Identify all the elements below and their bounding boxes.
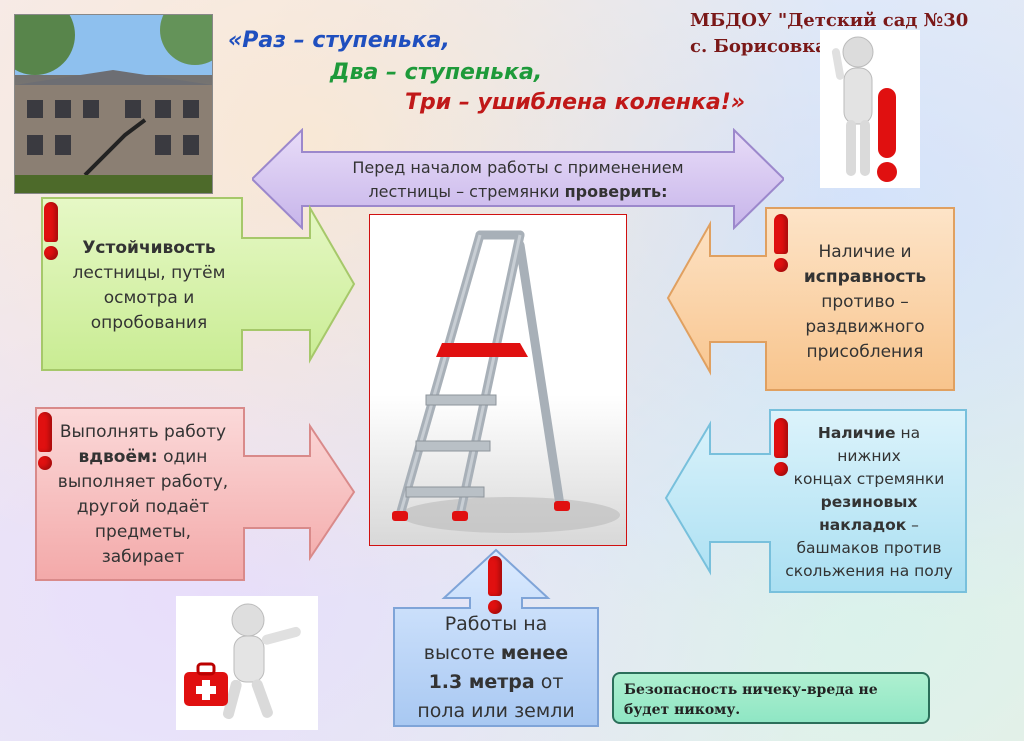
exclamation-icon <box>486 556 504 614</box>
exclamation-icon <box>772 214 790 272</box>
person-exclamation-figure <box>820 30 920 188</box>
ladder-image <box>369 214 627 546</box>
left-bottom-text: Выполнять работу вдвоём: один выполняет … <box>57 422 229 567</box>
left-bottom-arrow <box>35 407 356 581</box>
stability-label: Устойчивость <box>82 238 216 258</box>
organization-line-1: МБДОУ "Детский сад №30 <box>690 10 969 31</box>
bottom-up-arrow <box>393 548 599 727</box>
first-aid-person-figure <box>176 596 318 730</box>
poem-line-3: Три – ушиблена коленка!» <box>405 90 746 115</box>
left-top-text: Устойчивость лестницы, путём осмотра и о… <box>72 238 226 333</box>
left-top-arrow <box>41 197 356 371</box>
organization-name: МБДОУ "Детский сад №30 с. Борисовка" <box>690 8 968 60</box>
kindergarten-photo <box>14 14 213 194</box>
exclamation-icon <box>36 412 54 470</box>
poem-line-2: Два – ступенька, <box>330 60 543 85</box>
top-arrow-text: Перед началом работы с применением лестн… <box>310 152 726 208</box>
top-arrow-line-1: Перед началом работы с применением <box>352 158 684 177</box>
top-arrow-line-2: лестницы – стремянки проверить: <box>368 182 668 201</box>
organization-line-2: с. Борисовка" <box>690 36 837 57</box>
right-bottom-text: Наличие на нижних концах стремянки резин… <box>785 423 953 580</box>
bottom-arrow-text: Работы на высоте менее 1.3 метра от пола… <box>417 613 575 722</box>
right-bottom-arrow <box>664 409 967 593</box>
exclamation-icon <box>772 418 790 476</box>
right-top-text: Наличие и исправность противо – раздвижн… <box>803 241 927 362</box>
safety-note: Безопасность ничеку-вреда не будет ником… <box>612 672 930 724</box>
exclamation-icon <box>42 202 60 260</box>
top-double-arrow <box>252 128 784 230</box>
building-illustration <box>15 15 212 193</box>
right-top-arrow <box>666 207 955 391</box>
poem-line-1: «Раз – ступенька, <box>228 28 450 53</box>
